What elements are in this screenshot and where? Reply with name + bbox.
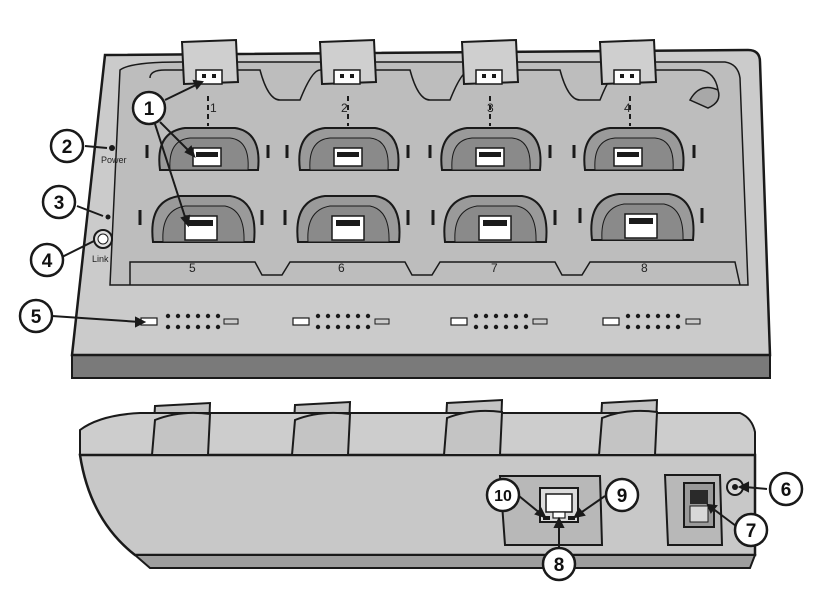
usb-tab-4 <box>598 38 658 86</box>
cradle-3 <box>428 127 552 171</box>
led-strip-4 <box>602 313 701 330</box>
callout-2: 2 <box>49 128 85 164</box>
cradle-8 <box>578 193 704 241</box>
callout-10: 10 <box>485 477 521 513</box>
usb-tab-1 <box>180 38 240 86</box>
svg-text:8: 8 <box>554 555 565 576</box>
svg-text:3: 3 <box>54 193 65 214</box>
cradle-2 <box>285 127 410 171</box>
svg-text:9: 9 <box>617 486 628 507</box>
led-strip-2 <box>292 313 390 330</box>
svg-text:10: 10 <box>494 488 512 505</box>
side-view <box>78 398 757 569</box>
svg-text:1: 1 <box>144 99 155 120</box>
cradle-6 <box>283 195 410 243</box>
led-strip-3 <box>450 313 548 330</box>
callout-1: 1 <box>131 90 167 126</box>
slot-number-7: 7 <box>491 261 498 275</box>
charger-tray <box>109 61 749 286</box>
usb-tab-2 <box>318 38 378 86</box>
svg-text:5: 5 <box>31 307 42 328</box>
callout-8: 8 <box>541 546 577 582</box>
slot-number-8: 8 <box>641 261 648 275</box>
callout-9: 9 <box>604 477 640 513</box>
slot-number-5: 5 <box>189 261 196 275</box>
top-view: 1 2 3 4 <box>70 38 772 379</box>
slot-number-2: 2 <box>341 101 348 115</box>
slot-number-1: 1 <box>210 101 217 115</box>
slot-number-6: 6 <box>338 261 345 275</box>
slot-number-4: 4 <box>624 101 631 115</box>
charger-base-side <box>78 453 757 557</box>
callout-3: 3 <box>41 184 77 220</box>
svg-text:4: 4 <box>42 251 53 272</box>
link-label: Link <box>92 254 109 264</box>
cradle-5 <box>138 195 264 243</box>
cradle-4 <box>572 127 696 171</box>
callout-5: 5 <box>18 298 54 334</box>
svg-text:2: 2 <box>62 137 73 158</box>
usb-tab-3 <box>460 38 520 86</box>
cradle-7 <box>431 195 557 243</box>
callout-7: 7 <box>733 512 769 548</box>
callout-4: 4 <box>29 242 65 278</box>
ethernet-led-right <box>568 516 575 520</box>
power-led <box>109 145 115 151</box>
svg-text:6: 6 <box>781 480 792 501</box>
leader-lines <box>51 79 768 547</box>
callout-6: 6 <box>768 471 804 507</box>
cradle-1 <box>145 127 270 171</box>
power-label: Power <box>101 155 127 165</box>
slot-number-3: 3 <box>487 101 494 115</box>
status-led <box>105 214 111 220</box>
svg-text:7: 7 <box>746 521 757 542</box>
